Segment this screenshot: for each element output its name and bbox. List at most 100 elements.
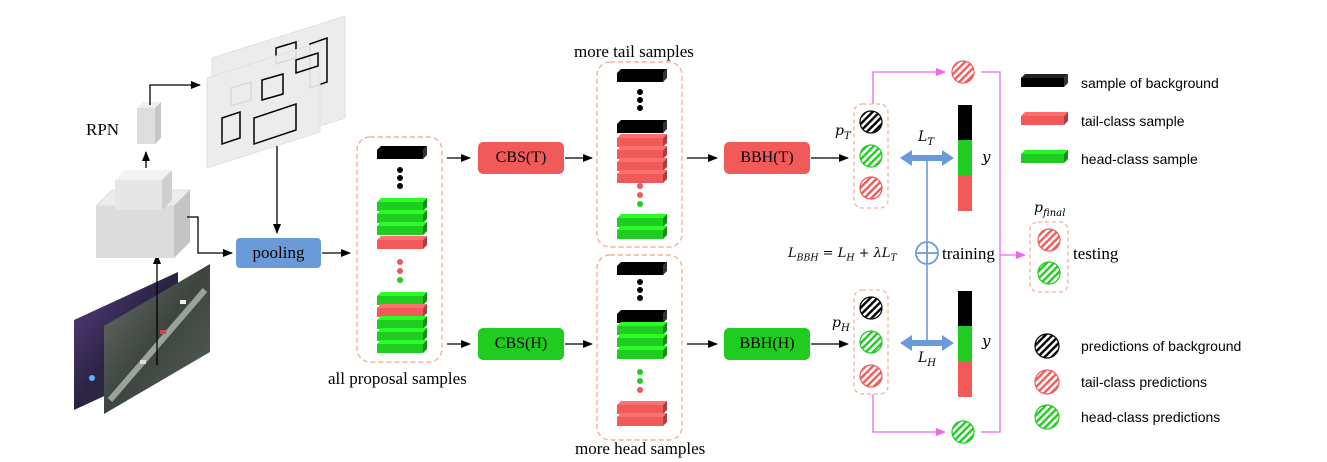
tail-label-bar (958, 105, 972, 211)
ellipsis-dot (637, 287, 643, 293)
ellipsis-dot (397, 167, 403, 173)
bbh-head-label: BBH(H) (739, 335, 795, 352)
pooling-label: pooling (252, 243, 305, 262)
ellipsis-dot (637, 183, 643, 189)
head-sample-slab (617, 346, 667, 359)
legend-swatches (1021, 74, 1068, 430)
tail-sample-slab (617, 146, 667, 159)
head-sample-slab (377, 316, 427, 329)
head-samples-group (596, 254, 683, 441)
head-sample-slab (377, 222, 427, 235)
head-sample-slab (617, 214, 667, 227)
ellipsis-dot (637, 97, 643, 103)
background-sample-slab (617, 310, 667, 323)
p-tail-label: pT (835, 123, 851, 142)
tail-prediction-route (872, 68, 946, 104)
tail-loss-double-arrow (900, 150, 954, 166)
background-sample-slab (617, 69, 667, 82)
final-predictions-group (1029, 221, 1069, 293)
tail-prediction-circle (859, 176, 883, 200)
tail-prediction-circle (859, 364, 883, 388)
cbs-head-label: CBS(H) (494, 335, 548, 352)
cbs-tail-label: CBS(T) (495, 149, 547, 166)
ellipsis-dot (637, 279, 643, 285)
legend-circle-swatch (1034, 404, 1060, 430)
ellipsis-dot (637, 201, 643, 207)
sample-slabs (377, 69, 667, 426)
p-head-label: pH (832, 315, 850, 334)
ellipsis-dot (637, 192, 643, 198)
tail-sample-slab (377, 236, 427, 249)
ellipsis-dot (397, 183, 403, 189)
final-head-prediction-circle (1037, 261, 1061, 285)
p-final-label: pfinal (1034, 200, 1066, 219)
head-predictions-group (853, 289, 889, 395)
legend-slab-swatch (1021, 112, 1068, 125)
legend-slab-swatch (1021, 74, 1068, 87)
legend-background-sample: sample of background (1081, 75, 1219, 91)
head-sample-slab (617, 226, 667, 239)
legend-tail-sample: tail-class sample (1081, 113, 1185, 129)
head-sample-slab (617, 322, 667, 335)
ellipsis-dot (397, 175, 403, 181)
head-sample-slab (617, 334, 667, 347)
routed-head-prediction-circle (951, 420, 975, 444)
tail-sample-slab (617, 170, 667, 183)
tail-sample-slab (617, 413, 667, 426)
ellipsis-dot (637, 387, 643, 393)
head-to-testing-route (981, 255, 1001, 433)
background-sample-slab (617, 120, 667, 133)
y-tail-label: y (982, 148, 991, 166)
head-label-bar (958, 291, 972, 397)
head-sample-slab (377, 340, 427, 353)
legend-head-sample: head-class sample (1081, 151, 1198, 167)
tail-predictions-group (853, 103, 889, 209)
legend-background-predictions: predictions of background (1081, 338, 1242, 354)
pooling-box (236, 238, 321, 268)
legend-slab-swatch (1021, 150, 1068, 163)
backbone-block (94, 170, 192, 258)
background-sample-slab (377, 146, 427, 159)
background-sample-slab (617, 262, 667, 275)
routed-tail-prediction-circle (951, 60, 975, 84)
legend-circle-swatch (1034, 333, 1060, 359)
head-sample-slab (377, 198, 427, 211)
head-prediction-circle (859, 144, 883, 168)
head-loss-double-arrow (900, 335, 954, 351)
ellipsis-dot (637, 89, 643, 95)
testing-label: testing (1073, 244, 1119, 263)
all-proposals-group (356, 136, 443, 363)
head-sample-slab (377, 292, 427, 305)
ellipsis-dot (397, 268, 403, 274)
y-head-label: y (982, 332, 991, 350)
l-head-label: LH (918, 350, 937, 369)
bbh-tail-label: BBH(T) (740, 149, 794, 166)
tail-samples-group (596, 61, 683, 248)
loss-formula: LBBH = LH + λLT (788, 246, 897, 264)
legend-head-predictions: head-class predictions (1081, 409, 1221, 425)
background-prediction-circle (859, 296, 883, 320)
cbs-tail-box (478, 142, 564, 174)
rpn-to-proposals-arrow (149, 81, 201, 105)
final-tail-prediction-circle (1037, 228, 1061, 252)
head-sample-slab (377, 328, 427, 341)
backbone-to-pooling-arrow (187, 216, 233, 257)
ellipsis-dot (637, 295, 643, 301)
more-tail-samples-label: more tail samples (574, 42, 694, 61)
rpn-block (137, 102, 161, 144)
tail-sample-slab (617, 134, 667, 147)
ellipsis-dot (637, 378, 643, 384)
tail-sample-slab (617, 401, 667, 414)
tail-to-testing-route (981, 71, 1026, 259)
legend-circle-swatch (1034, 369, 1060, 395)
head-prediction-circle (859, 330, 883, 354)
head-sample-slab (377, 210, 427, 223)
l-tail-label: LT (918, 129, 935, 148)
tail-sample-slab (617, 158, 667, 171)
rpn-label: RPN (86, 120, 120, 139)
head-prediction-route (872, 394, 946, 436)
feature-map-front (206, 41, 321, 169)
bbh-tail-box (724, 142, 810, 174)
